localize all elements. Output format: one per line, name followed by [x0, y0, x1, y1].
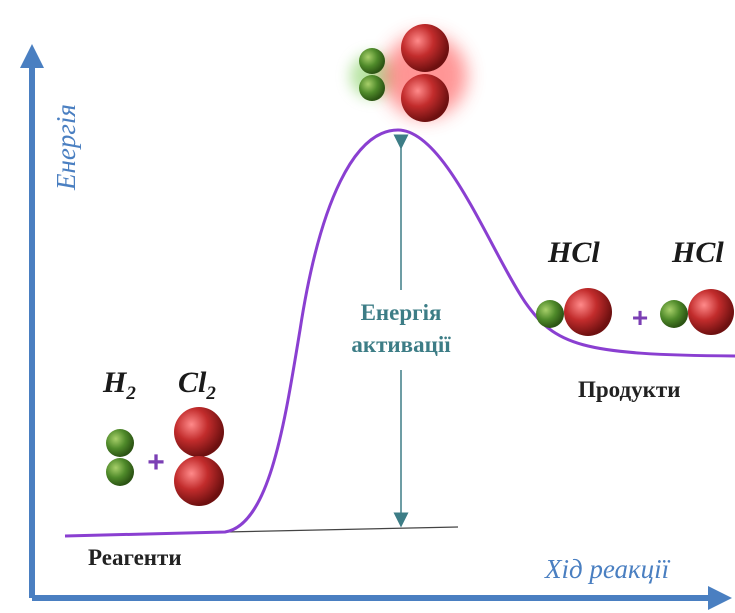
hcl-2-hydrogen-atom: [660, 300, 688, 328]
hcl-molecule-2: [660, 289, 734, 335]
ts-hydrogen-atom-2: [359, 75, 385, 101]
x-axis-arrowhead: [708, 586, 732, 610]
hcl-molecule-1: [536, 288, 612, 336]
axes: [20, 44, 732, 610]
ts-chlorine-atom-1: [401, 24, 449, 72]
cl2-molecule: [174, 407, 224, 506]
ts-chlorine-atom-2: [401, 74, 449, 122]
activation-label-line1: Енергія: [361, 300, 442, 325]
reagent-baseline: [224, 526, 459, 533]
hcl-2-chlorine-atom: [688, 289, 734, 335]
ts-hydrogen-atom-1: [359, 48, 385, 74]
h2-formula: H2: [102, 366, 136, 404]
product-plus-sign: +: [632, 302, 648, 333]
h2-atom-1: [106, 429, 134, 457]
transition-state: [350, 24, 467, 122]
reagents-label: Реагенти: [88, 545, 182, 570]
activation-label-line2: активації: [351, 332, 451, 357]
hcl-1-hydrogen-atom: [536, 300, 564, 328]
cl2-atom-2: [174, 456, 224, 506]
cl2-formula: Cl2: [178, 366, 216, 404]
h2-molecule: [106, 429, 134, 486]
x-axis-label: Хід реакції: [544, 554, 671, 584]
activation-label-bg: [335, 290, 467, 370]
hcl-formula-2: HCl: [671, 236, 724, 269]
y-axis-arrowhead: [20, 44, 44, 68]
h2-atom-2: [106, 458, 134, 486]
y-axis-label: Енергія: [51, 104, 81, 191]
cl2-atom-1: [174, 407, 224, 457]
products-label: Продукти: [578, 377, 680, 402]
hcl-1-chlorine-atom: [564, 288, 612, 336]
reagent-plus-sign: +: [147, 446, 165, 479]
energy-curve: [64, 128, 735, 538]
hcl-formula-1: HCl: [547, 236, 600, 269]
